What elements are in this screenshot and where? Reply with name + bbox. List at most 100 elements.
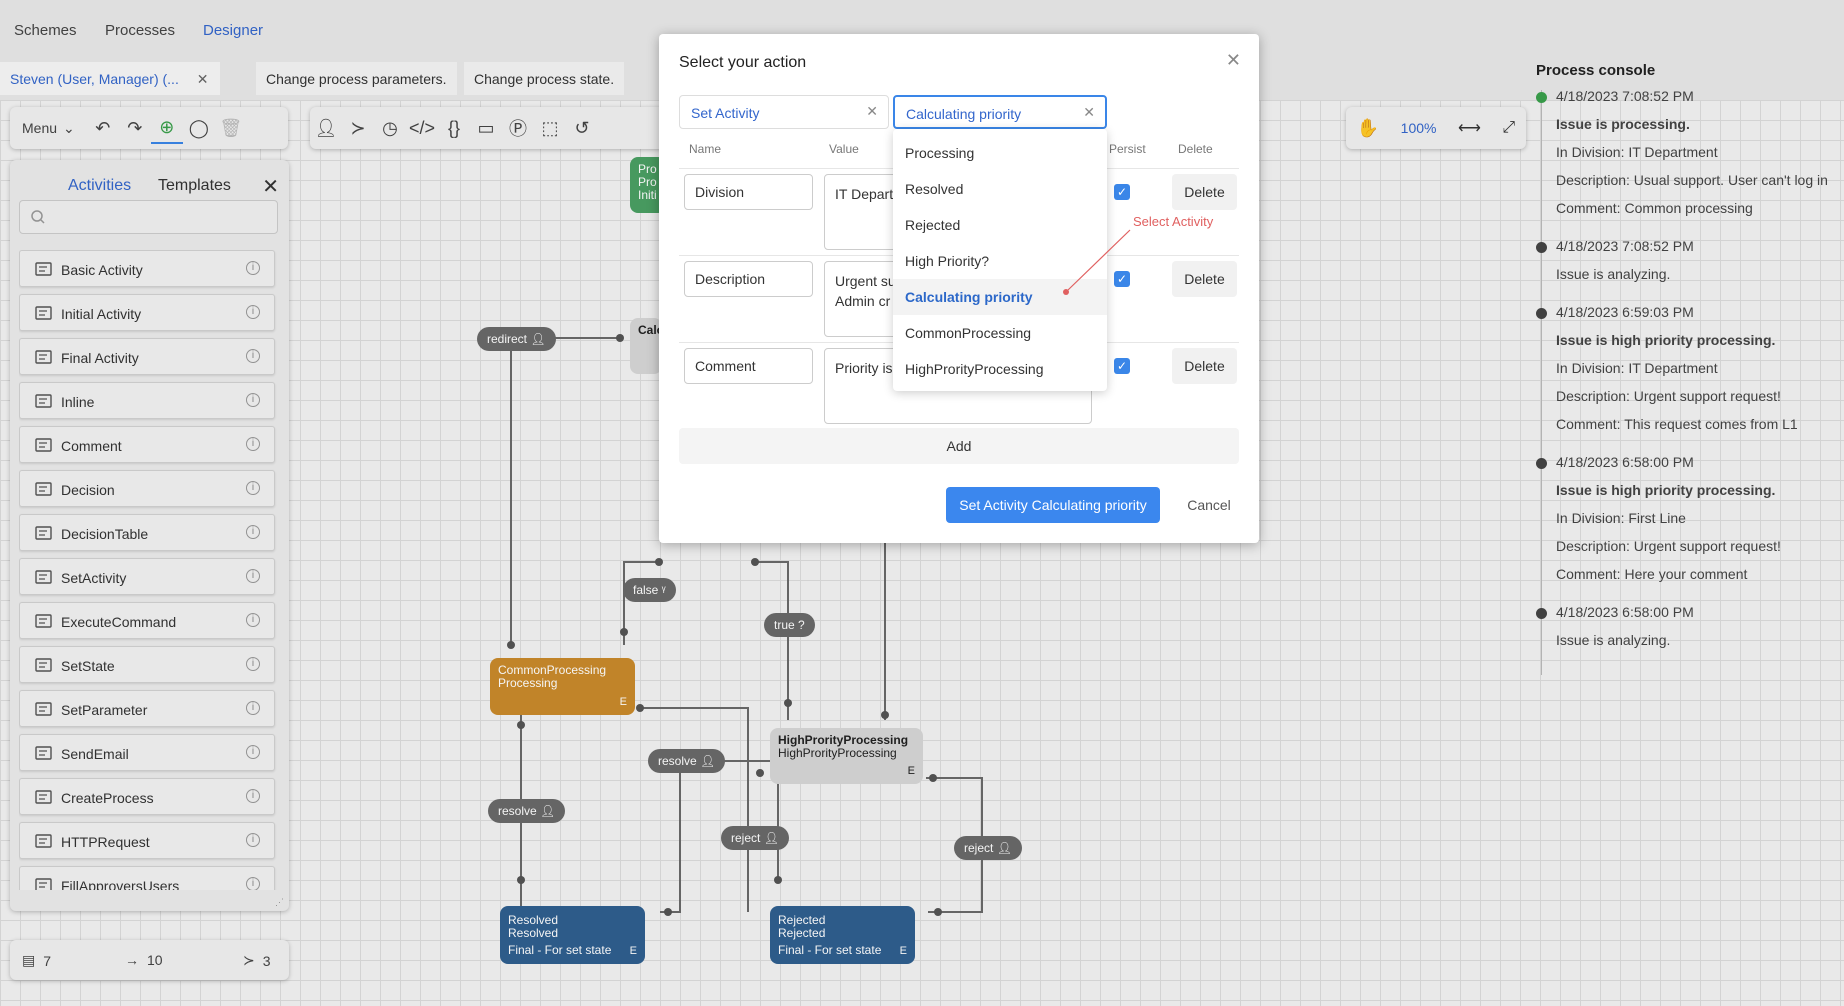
node-rejected[interactable]: Rejected Rejected Final - For set state …: [770, 906, 915, 964]
persist-checkbox[interactable]: ✓: [1114, 358, 1130, 374]
info-icon[interactable]: i: [246, 833, 260, 847]
param-name-field[interactable]: Description: [684, 261, 813, 297]
timer-icon[interactable]: ◷: [382, 117, 398, 138]
tab-user[interactable]: Steven (User, Manager) (... ✕: [0, 62, 220, 95]
close-icon[interactable]: ✕: [196, 71, 209, 87]
delete-button[interactable]: Delete: [1172, 174, 1237, 210]
info-icon[interactable]: i: [246, 393, 260, 407]
pill-reject-1[interactable]: reject 👤︎: [721, 826, 789, 850]
nav-schemes[interactable]: Schemes: [14, 22, 77, 39]
set-activity-button[interactable]: Set Activity Calculating priority: [946, 487, 1160, 523]
resize-grip-icon[interactable]: ⋰: [275, 897, 284, 907]
add-button[interactable]: Add: [679, 428, 1239, 464]
actor-icon[interactable]: 👤︎: [314, 117, 338, 138]
info-icon[interactable]: i: [246, 349, 260, 363]
braces-icon[interactable]: {}: [447, 117, 461, 138]
add-icon[interactable]: ⊕: [150, 112, 183, 144]
info-icon[interactable]: i: [246, 525, 260, 539]
menu-button[interactable]: Menu⌄: [10, 120, 87, 137]
param-name-field[interactable]: Comment: [684, 348, 813, 384]
dropdown-option[interactable]: Resolved: [905, 181, 964, 197]
fit-width-icon[interactable]: ⟷: [1457, 120, 1481, 137]
dropdown-option[interactable]: Calculating priority: [893, 279, 1107, 315]
node-calculating[interactable]: Calc: [630, 318, 663, 374]
persist-checkbox[interactable]: ✓: [1114, 184, 1130, 200]
info-icon[interactable]: i: [246, 613, 260, 627]
redo-icon[interactable]: ↷: [127, 117, 143, 138]
persist-checkbox[interactable]: ✓: [1114, 271, 1130, 287]
pill-true[interactable]: true ?: [764, 613, 815, 637]
close-icon[interactable]: ✕: [1225, 50, 1241, 70]
dropdown-option[interactable]: Rejected: [905, 217, 961, 233]
dropdown-option[interactable]: CommonProcessing: [905, 325, 1032, 341]
dropdown-option[interactable]: HighProrityProcessing: [905, 361, 1044, 377]
parameter-icon[interactable]: Ⓟ: [509, 119, 527, 139]
close-icon[interactable]: ✕: [262, 176, 279, 198]
node-resolved[interactable]: Resolved Resolved Final - For set state …: [500, 906, 645, 964]
user-icon: 👤︎: [530, 332, 546, 346]
info-icon[interactable]: i: [246, 437, 260, 451]
fullscreen-icon[interactable]: ⤢: [1502, 119, 1516, 136]
node-common-processing[interactable]: CommonProcessing Processing E: [490, 658, 635, 715]
zoom-level[interactable]: 100%: [1400, 120, 1437, 136]
info-icon[interactable]: i: [246, 261, 260, 275]
pill-resolve-1[interactable]: resolve 👤︎: [488, 799, 566, 823]
search-field[interactable]: [52, 207, 262, 229]
info-icon[interactable]: i: [246, 569, 260, 583]
tab-templates[interactable]: Templates: [158, 177, 231, 194]
hand-icon[interactable]: ✋: [1356, 117, 1380, 138]
info-icon[interactable]: i: [246, 789, 260, 803]
action-select[interactable]: Set Activity ✕: [679, 95, 889, 129]
trash-icon[interactable]: 🗑︎: [219, 117, 243, 138]
dropdown-option[interactable]: High Priority?: [905, 253, 990, 269]
tab-change-state[interactable]: Change process state.: [464, 62, 625, 95]
clear-icon[interactable]: ✕: [866, 103, 878, 119]
param-name-field[interactable]: Division: [684, 174, 813, 210]
comment-icon[interactable]: ▭: [477, 117, 495, 138]
delete-button[interactable]: Delete: [1172, 348, 1237, 384]
delete-button[interactable]: Delete: [1172, 261, 1237, 297]
command-icon[interactable]: ≻: [350, 117, 366, 138]
pill-false[interactable]: false ᵞ: [623, 578, 676, 602]
node-high-priority[interactable]: HighProrityProcessing HighProrityProcess…: [770, 728, 923, 784]
info-icon[interactable]: i: [246, 305, 260, 319]
dropdown-option[interactable]: Processing: [905, 145, 975, 161]
info-icon[interactable]: i: [246, 701, 260, 715]
toggle-icon[interactable]: ◯: [188, 117, 209, 138]
history-icon[interactable]: ↺: [574, 117, 590, 138]
undo-icon[interactable]: ↶: [95, 117, 111, 138]
tab-change-params[interactable]: Change process parameters.: [256, 62, 457, 95]
cancel-button[interactable]: Cancel: [1187, 497, 1231, 513]
search-input[interactable]: [19, 200, 278, 234]
palette-item-label: ExecuteCommand: [61, 614, 177, 630]
info-icon[interactable]: i: [246, 877, 260, 890]
info-icon[interactable]: i: [246, 745, 260, 759]
pill-reject-2[interactable]: reject 👤︎: [954, 836, 1022, 860]
nav-processes[interactable]: Processes: [105, 22, 176, 39]
tab-activities[interactable]: Activities: [68, 177, 132, 194]
pill-resolve-2[interactable]: resolve 👤︎: [648, 749, 726, 773]
pill-redirect[interactable]: redirect 👤︎: [477, 327, 556, 351]
activity-select[interactable]: Calculating priority ✕: [893, 95, 1107, 129]
info-icon[interactable]: i: [246, 657, 260, 671]
clear-icon[interactable]: ✕: [1083, 104, 1095, 120]
selection-icon[interactable]: ⬚: [541, 117, 559, 138]
nav-designer[interactable]: Designer: [203, 22, 264, 39]
info-icon[interactable]: i: [246, 481, 260, 495]
code-icon[interactable]: </>: [408, 117, 436, 138]
palette-item[interactable]: ExecuteCommand i: [19, 602, 275, 639]
